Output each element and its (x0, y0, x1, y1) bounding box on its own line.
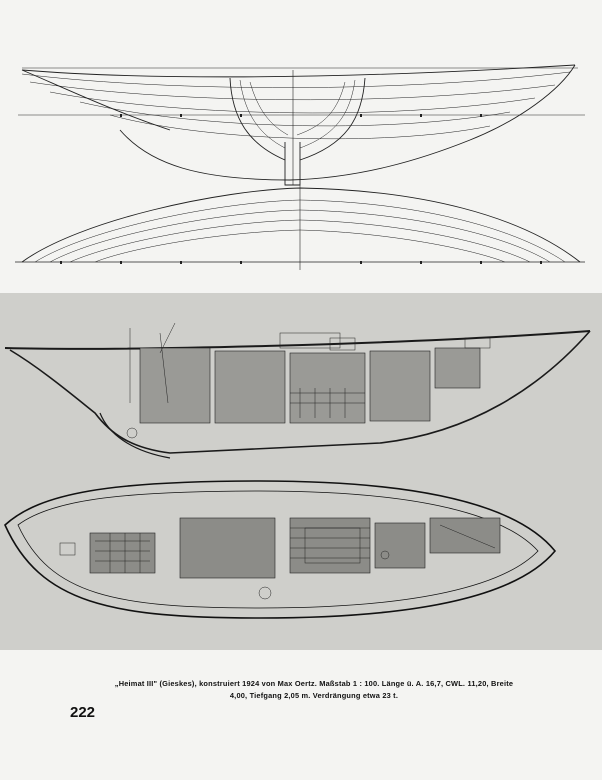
caption-line-1: „Heimat III" (Gieskes), konstruiert 1924… (114, 679, 514, 688)
page-number: 222 (70, 704, 96, 721)
caption-line-2: 4,00, Tiefgang 2,05 m. Verdrängung etwa … (229, 690, 399, 700)
lines-plan-drawing (0, 30, 602, 280)
deck-plan (4, 480, 557, 619)
figure-caption: „Heimat III" (Gieskes), konstruiert 1924… (64, 678, 564, 701)
interior-arrangement-drawing (0, 293, 602, 650)
profile-section (4, 330, 591, 459)
